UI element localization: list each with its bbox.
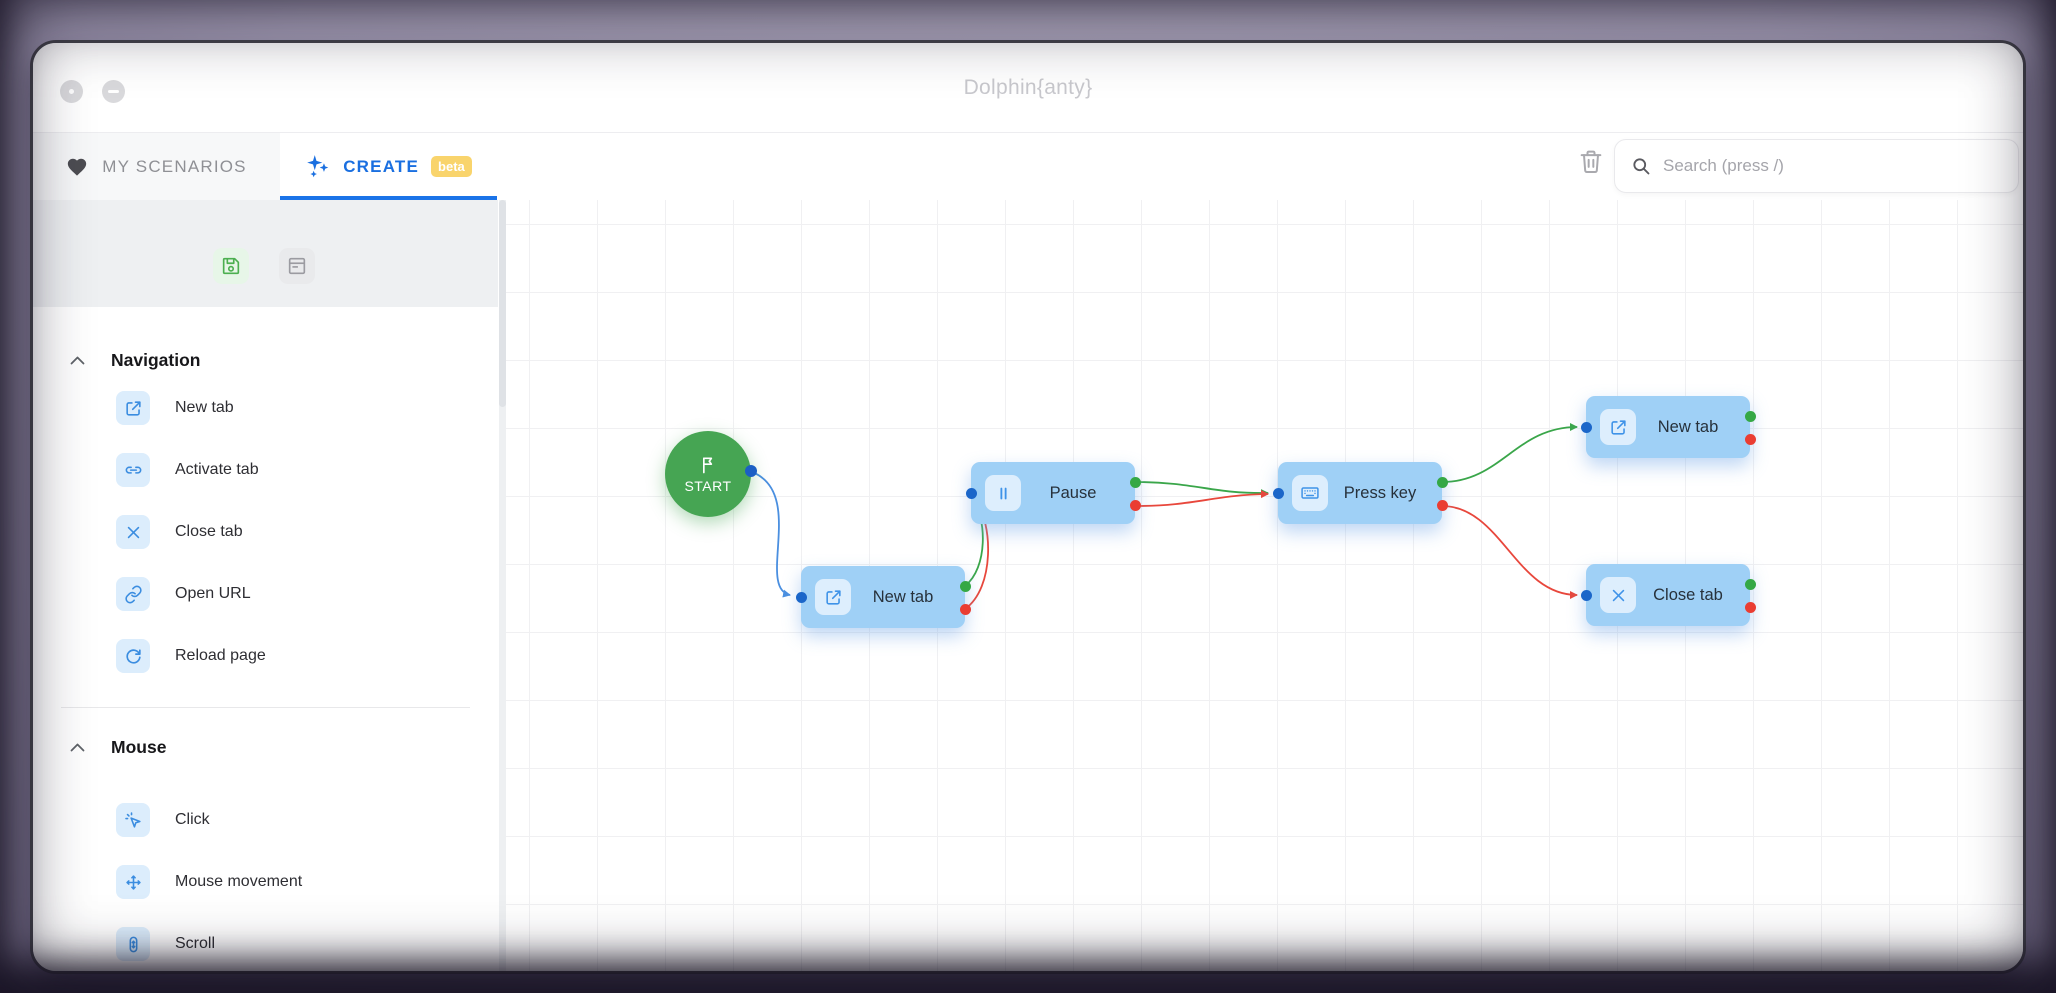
success-port[interactable] (1436, 476, 1448, 488)
block-label: Mouse movement (175, 873, 303, 890)
sidebar-scrollbar[interactable] (499, 200, 506, 971)
node-label: Press key (1343, 483, 1417, 502)
tab-label: MY SCENARIOS (102, 156, 247, 176)
save-scenario-button[interactable] (213, 248, 249, 284)
success-port[interactable] (959, 580, 971, 592)
input-port[interactable] (795, 591, 807, 603)
section-divider (61, 707, 470, 708)
edge-presskey-closetab-error (1441, 505, 1578, 599)
success-port[interactable] (1744, 410, 1756, 422)
save-icon (222, 257, 240, 275)
window-control-minimize-button[interactable] (102, 80, 125, 103)
block-item-open-url[interactable]: Open URL (33, 563, 498, 625)
title-bar: Dolphin{anty} (33, 43, 2023, 133)
section-navigation[interactable]: Navigation (33, 343, 498, 377)
block-item-reload-page[interactable]: Reload page (33, 625, 498, 687)
new-tab-icon (815, 579, 851, 615)
search-icon (1633, 158, 1650, 175)
block-label: Open URL (175, 585, 251, 602)
scroll-icon (116, 927, 150, 961)
sparkles-icon (307, 154, 329, 177)
form-icon (288, 257, 306, 275)
node-label: New tab (872, 587, 934, 606)
input-port[interactable] (965, 487, 977, 499)
block-label: Reload page (175, 647, 266, 664)
block-label: Scroll (175, 935, 216, 952)
block-item-click[interactable]: Click (33, 789, 498, 851)
edges-layer (751, 423, 1578, 610)
delete-scenario-button[interactable] (1577, 147, 1605, 175)
success-port[interactable] (1744, 578, 1756, 590)
node-close-tab[interactable]: Close tab (1580, 564, 1756, 626)
click-icon (116, 803, 150, 837)
node-label: START (684, 477, 732, 494)
section-label: Navigation (111, 349, 201, 370)
beta-badge: beta (431, 156, 472, 177)
mouse-move-icon (116, 865, 150, 899)
window-control-close-button[interactable] (60, 80, 83, 103)
error-port[interactable] (1129, 499, 1141, 511)
node-new-tab-1[interactable]: New tab (795, 566, 971, 628)
new-tab-icon (1600, 409, 1636, 445)
node-label: Close tab (1653, 585, 1723, 604)
block-label: Click (175, 811, 210, 828)
keyboard-icon (1292, 475, 1328, 511)
tab-create[interactable]: CREATE beta (280, 133, 497, 200)
tab-my-scenarios[interactable]: MY SCENARIOS (33, 133, 280, 200)
edge-pause-presskey-error (1134, 490, 1269, 507)
flag-icon (703, 457, 713, 473)
search-field (1614, 139, 2019, 193)
input-port[interactable] (1580, 589, 1592, 601)
node-pause[interactable]: Pause (965, 462, 1141, 524)
node-label: Pause (1049, 483, 1097, 502)
error-port[interactable] (1744, 601, 1756, 613)
node-start[interactable]: START (665, 431, 757, 517)
block-item-new-tab[interactable]: New tab (33, 377, 498, 439)
section-mouse[interactable]: Mouse (33, 730, 498, 764)
pause-icon (985, 475, 1021, 511)
node-press-key[interactable]: Press key (1272, 462, 1448, 524)
block-item-close-tab[interactable]: Close tab (33, 501, 498, 563)
reload-icon (116, 639, 150, 673)
block-item-scroll[interactable]: Scroll (33, 913, 498, 971)
sidebar-header (33, 200, 498, 387)
search-input[interactable] (1663, 156, 2002, 176)
section-label: Mouse (111, 736, 167, 757)
blocks-sidebar: Navigation New tab Activate tab Close ta… (33, 307, 498, 971)
minus-glyph (108, 90, 119, 93)
new-tab-icon (116, 391, 150, 425)
block-item-mouse-movement[interactable]: Mouse movement (33, 851, 498, 913)
input-port[interactable] (1580, 421, 1592, 433)
edge-start-newtab1 (751, 471, 791, 598)
edge-presskey-newtab2-success (1441, 423, 1578, 483)
open-url-icon (116, 577, 150, 611)
node-label: New tab (1657, 417, 1719, 436)
heart-icon (68, 158, 87, 176)
scenario-canvas[interactable]: START New tab Pause (506, 200, 2023, 971)
form-view-button[interactable] (279, 248, 315, 284)
error-port[interactable] (959, 603, 971, 615)
block-label: Activate tab (175, 461, 259, 478)
node-new-tab-2[interactable]: New tab (1580, 396, 1756, 458)
edge-pause-presskey-success (1134, 481, 1269, 498)
app-title: Dolphin{anty} (963, 76, 1093, 99)
tab-label: CREATE (343, 156, 420, 176)
start-output-port[interactable] (745, 465, 757, 477)
scrollbar-thumb[interactable] (499, 200, 506, 407)
input-port[interactable] (1272, 487, 1284, 499)
block-label: New tab (175, 399, 234, 416)
chevron-up-icon (70, 353, 85, 368)
error-port[interactable] (1436, 499, 1448, 511)
chevron-up-icon (70, 740, 85, 755)
trash-icon (1580, 150, 1602, 173)
block-item-activate-tab[interactable]: Activate tab (33, 439, 498, 501)
success-port[interactable] (1129, 476, 1141, 488)
activate-tab-icon (116, 453, 150, 487)
close-tab-icon (116, 515, 150, 549)
block-label: Close tab (175, 523, 243, 540)
dot-glyph (69, 89, 74, 94)
close-tab-icon (1600, 577, 1636, 613)
error-port[interactable] (1744, 433, 1756, 445)
app-window: Dolphin{anty} MY SCENARIOS CREATE beta (30, 40, 2026, 974)
